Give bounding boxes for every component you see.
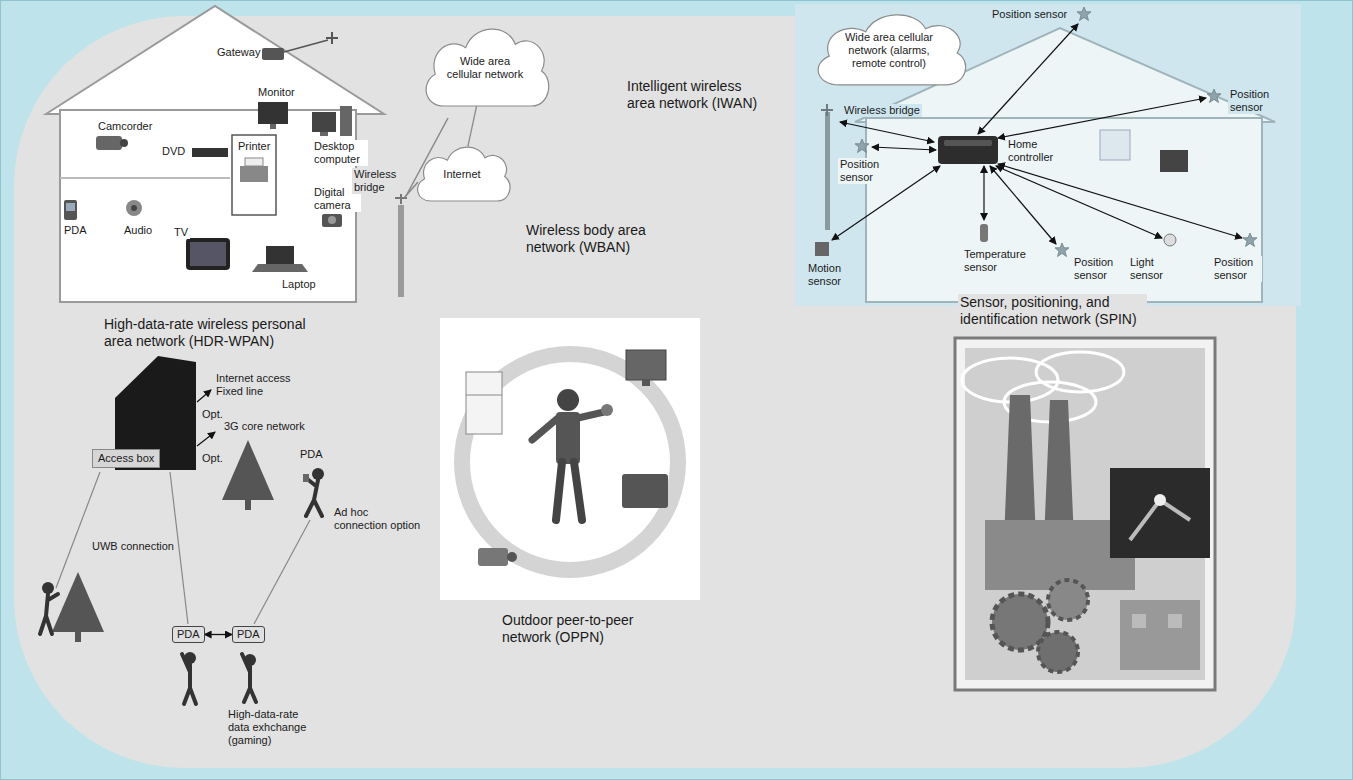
iwan-panel [795,4,1301,306]
device-label: Wireless bridge [352,168,402,194]
network-heading: Sensor, positioning, and identification … [958,294,1147,328]
cloud-outline [418,147,510,201]
sensor-label: Position sensor [1072,256,1122,282]
node-text: PDA [177,628,200,641]
spin-picture [955,338,1215,690]
network-heading: High-data-rate wireless personal area ne… [102,316,331,350]
link-label: Internet access Fixed line [214,372,298,398]
sensor-label: Light sensor [1128,256,1168,282]
link-label: Opt. [200,452,225,465]
device-label: TV [172,226,190,239]
device-label: Printer [236,140,272,153]
oppn-scene [40,356,324,704]
cloud-outline [426,29,549,106]
cloud-node: Wide area cellular network [416,16,554,116]
sensor-label: Temperature sensor [962,248,1032,274]
sensor-label: Position sensor [1228,88,1278,114]
device-label: Monitor [256,86,297,99]
note-label: High-data-rate data exhchange (gaming) [226,708,312,747]
device-label: PDA [298,448,325,461]
node-text: Wide area cellular network (alarms, remo… [841,31,937,70]
sensor-label: Position sensor [1212,256,1262,282]
wireless-bridge-mast [395,118,448,297]
grey-blob [14,16,1296,768]
node-text: PDA [237,628,260,641]
network-heading: Wireless body area network (WBAN) [524,222,658,256]
node-text: Access box [98,452,154,465]
link-label: UWB connection [90,540,176,553]
cloud-node: Internet [410,138,514,208]
sensor-label: Position sensor [838,158,888,184]
device-label: Wireless bridge [842,104,922,117]
device-label: Gateway [215,46,262,59]
pda-device: PDA [172,626,205,643]
device-label: DVD [160,145,187,158]
sensor-label: Position sensor [990,8,1069,21]
access-box: Access box [92,449,160,468]
device-label: Laptop [280,278,318,291]
wban-picture [440,318,700,600]
cloud-outline [818,15,965,85]
device-label: PDA [62,224,89,237]
node-text: Wide area cellular network [445,55,525,81]
device-label: Desktop computer [312,140,368,166]
device-label: Camcorder [96,120,154,133]
device-label: Audio [122,224,154,237]
hdr-house [46,6,384,302]
network-heading: Outdoor peer-to-peer network (OPPN) [500,612,664,646]
device-label: Home controller [1006,138,1060,164]
cloud-node: Wide area cellular network (alarms, remo… [806,3,972,94]
sensor-label: Motion sensor [806,262,852,288]
connector [205,634,232,635]
link-label: Ad hoc connection option [332,506,424,532]
link-label: 3G core network [222,420,307,433]
pda-device: PDA [232,626,265,643]
connector [468,106,477,146]
network-heading: Intelligent wireless area network (IWAN) [625,78,769,112]
node-text: Internet [432,168,492,181]
